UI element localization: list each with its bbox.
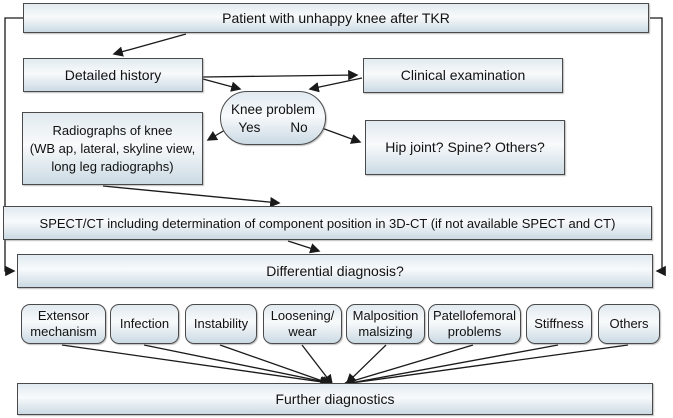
node-knee-problem-decision: Knee problem Yes No: [220, 91, 326, 145]
arrow-stiffness-to-further: [343, 344, 559, 388]
arrow-history-to-knee-problem: [202, 78, 242, 92]
knee-problem-no-label: No: [290, 119, 308, 135]
node-diagnosis-instability: Instability: [185, 304, 257, 344]
arrow-loosening-to-further: [301, 344, 333, 386]
feedback-line-right: [650, 17, 666, 277]
node-diagnosis-malposition-malsizing: Malposition malsizing: [346, 304, 425, 344]
node-patient-unhappy-knee: Patient with unhappy knee after TKR: [23, 3, 649, 33]
arrow-knee-yes-to-radiographs: [206, 129, 226, 141]
knee-problem-options: Yes No: [238, 119, 307, 136]
knee-problem-yes-label: Yes: [238, 119, 261, 135]
arrow-history-to-clinical: [202, 69, 359, 81]
node-spect-ct: SPECT/CT including determination of comp…: [3, 206, 652, 240]
node-clinical-examination: Clinical examination: [363, 58, 563, 93]
node-further-diagnostics: Further diagnostics: [17, 383, 653, 415]
knee-problem-question: Knee problem: [230, 101, 316, 117]
node-diagnosis-stiffness: Stiffness: [526, 304, 592, 344]
node-diagnosis-patellofemoral: Patellofemoral problems: [428, 304, 521, 344]
arrow-patient-to-history: [112, 33, 187, 57]
node-diagnosis-loosening-wear: Loosening/ wear: [263, 304, 342, 344]
arrow-radiographs-to-spect: [102, 185, 281, 208]
arrow-clinical-to-knee-problem: [308, 77, 363, 93]
node-diagnosis-extensor-mechanism: Extensor mechanism: [21, 304, 106, 344]
node-detailed-history: Detailed history: [23, 58, 203, 92]
arrow-others-to-further: [342, 344, 629, 388]
node-diagnosis-infection: Infection: [110, 304, 179, 344]
node-diagnosis-others: Others: [598, 304, 660, 344]
feedback-line-left: [4, 17, 23, 277]
node-differential-diagnosis: Differential diagnosis?: [17, 254, 653, 288]
arrow-instability-to-further: [219, 344, 333, 386]
node-radiographs-of-knee: Radiographs of knee (WB ap, lateral, sky…: [22, 112, 203, 185]
arrow-infection-to-further: [143, 344, 332, 387]
arrow-spect-to-differential: [287, 240, 321, 254]
arrow-extensor-to-further: [61, 344, 331, 387]
arrow-patellofemoral-to-further: [344, 344, 474, 386]
node-hip-joint-spine-others: Hip joint? Spine? Others?: [365, 120, 565, 175]
arrow-knee-no-to-hip-joint: [318, 126, 362, 144]
